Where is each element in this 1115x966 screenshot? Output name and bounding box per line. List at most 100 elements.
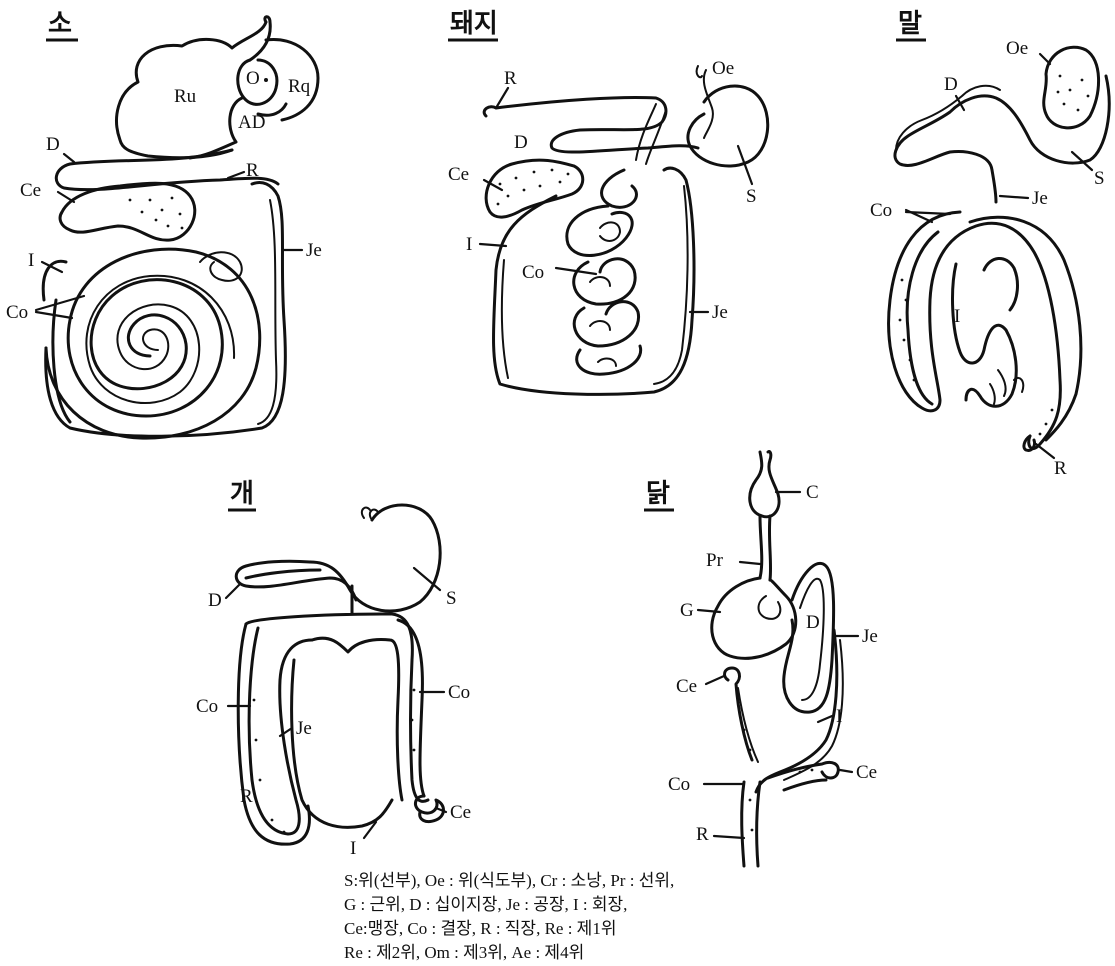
label-horse-co: Co (870, 200, 892, 221)
label-pig-co: Co (522, 262, 544, 283)
label-dog-s: S (446, 588, 457, 609)
label-dog-co-left: Co (196, 696, 218, 717)
leader-chicken-pr (740, 562, 760, 564)
chicken-oesophagus-lower (760, 516, 771, 580)
cow-caecum (60, 183, 195, 240)
label-chicken-r: R (696, 824, 709, 845)
dog-small-intestine (246, 586, 428, 801)
chicken-caecum-stipple (743, 729, 814, 832)
dog-duodenum (236, 561, 356, 600)
leader-chicken-ce-bottom (840, 770, 852, 772)
panel-chicken: 닭 C Pr G D Je Ce I (644, 451, 878, 866)
horse-caecum-inner (990, 370, 1023, 404)
leader-cow-d (64, 154, 74, 162)
chicken-duodenum-inner (800, 579, 824, 700)
label-chicken-d: D (806, 612, 820, 633)
label-chicken-ce-top: Ce (676, 676, 697, 697)
label-chicken-ce-bottom: Ce (856, 762, 877, 783)
panel-cow: 소 Ru O Rq AD D R (6, 9, 322, 438)
horse-caecum (953, 258, 1018, 406)
label-horse-s: S (1094, 168, 1105, 189)
horse-duodenum (895, 76, 1109, 202)
chicken-caecum-left (725, 668, 752, 760)
leader-chicken-ce-top (706, 676, 724, 684)
chicken-caecum-right (768, 762, 838, 790)
label-horse-i: I (954, 306, 960, 327)
label-pig-r: R (504, 68, 517, 89)
label-chicken-je: Je (862, 626, 878, 647)
label-horse-d: D (944, 74, 958, 95)
leader-horse-r (1036, 444, 1054, 458)
chicken-gizzard-inner (759, 596, 781, 619)
label-cow-ad: AD (238, 112, 265, 133)
label-dog-i: I (350, 838, 356, 859)
legend-line-2: G : 근위, D : 십이지장, Je : 공장, I : 회장, (344, 895, 627, 914)
chicken-crop (750, 451, 779, 516)
label-pig-d: D (514, 132, 528, 153)
legend: S:위(선부), Oe : 위(식도부), Cr : 소낭, Pr : 선위, … (344, 871, 674, 962)
leader-horse-je (1000, 196, 1028, 198)
legend-line-4: Re : 제2위, Om : 제3위, Ae : 제4위 (344, 943, 584, 962)
label-chicken-c: C (806, 482, 819, 503)
pig-intestine-frame-inner (502, 186, 688, 384)
panel-title-cow: 소 (48, 9, 72, 39)
horse-colon-outer (889, 212, 1061, 449)
pig-duodenum-inner (636, 104, 666, 164)
label-cow-ce: Ce (20, 180, 41, 201)
label-cow-i: I (28, 250, 34, 271)
label-cow-d: D (46, 134, 60, 155)
label-chicken-co: Co (668, 774, 690, 795)
label-cow-o: O (246, 68, 260, 89)
legend-line-1: S:위(선부), Oe : 위(식도부), Cr : 소낭, Pr : 선위, (344, 871, 674, 890)
horse-colon-stipple (899, 279, 1054, 436)
cow-jejunum-inner (258, 200, 276, 424)
label-dog-ce: Ce (450, 802, 471, 823)
label-horse-je: Je (1032, 188, 1048, 209)
chicken-gizzard (712, 578, 796, 658)
horse-stomach (1044, 47, 1099, 128)
dog-colon-stipple (253, 659, 416, 834)
label-cow-ru: Ru (174, 86, 197, 107)
chicken-colon (742, 782, 760, 866)
cow-ileum (200, 252, 242, 281)
label-horse-oe: Oe (1006, 38, 1028, 59)
cow-jejunum-frame (43, 183, 285, 437)
panel-title-pig: 돼지 (450, 9, 498, 39)
label-dog-co-right: Co (448, 682, 470, 703)
label-dog-d: D (208, 590, 222, 611)
horse-stomach-stipple (1057, 75, 1090, 112)
dog-stomach (310, 505, 440, 611)
label-cow-rq: Rq (288, 76, 311, 97)
label-pig-i: I (466, 234, 472, 255)
label-pig-s: S (746, 186, 757, 207)
leader-cow-ce (58, 192, 74, 202)
leader-chicken-i (818, 716, 832, 722)
cow-caecum-stipple (129, 197, 184, 230)
pig-stomach (688, 86, 768, 166)
panel-title-dog: 개 (230, 479, 254, 509)
cow-spiral-colon (46, 249, 260, 438)
leader-chicken-r (714, 836, 744, 838)
label-pig-ce: Ce (448, 164, 469, 185)
legend-line-3: Ce:맹장, Co : 결장, R : 직장, Re : 제1위 (344, 919, 616, 938)
leader-pig-r (496, 88, 508, 108)
cow-o-dot (264, 78, 268, 82)
label-chicken-i: I (836, 706, 842, 727)
label-chicken-g: G (680, 600, 694, 621)
label-pig-je: Je (712, 302, 728, 323)
leader-horse-oe (1040, 54, 1050, 64)
label-dog-r: R (240, 786, 253, 807)
panel-title-horse: 말 (898, 9, 922, 39)
panel-dog: 개 D S Co Co Je R Ce I (196, 479, 471, 859)
panel-title-chicken: 닭 (646, 479, 670, 509)
panel-pig: 돼지 R Oe D Ce S I Co Je (448, 9, 768, 394)
pig-caecum-stipple (497, 169, 570, 206)
label-cow-je: Je (306, 240, 322, 261)
label-pig-oe: Oe (712, 58, 734, 79)
label-cow-co: Co (6, 302, 28, 323)
panel-horse: 말 Oe D S Je Co (870, 9, 1109, 479)
leader-dog-d (226, 584, 240, 598)
label-chicken-pr: Pr (706, 550, 724, 571)
label-dog-je: Je (296, 718, 312, 739)
